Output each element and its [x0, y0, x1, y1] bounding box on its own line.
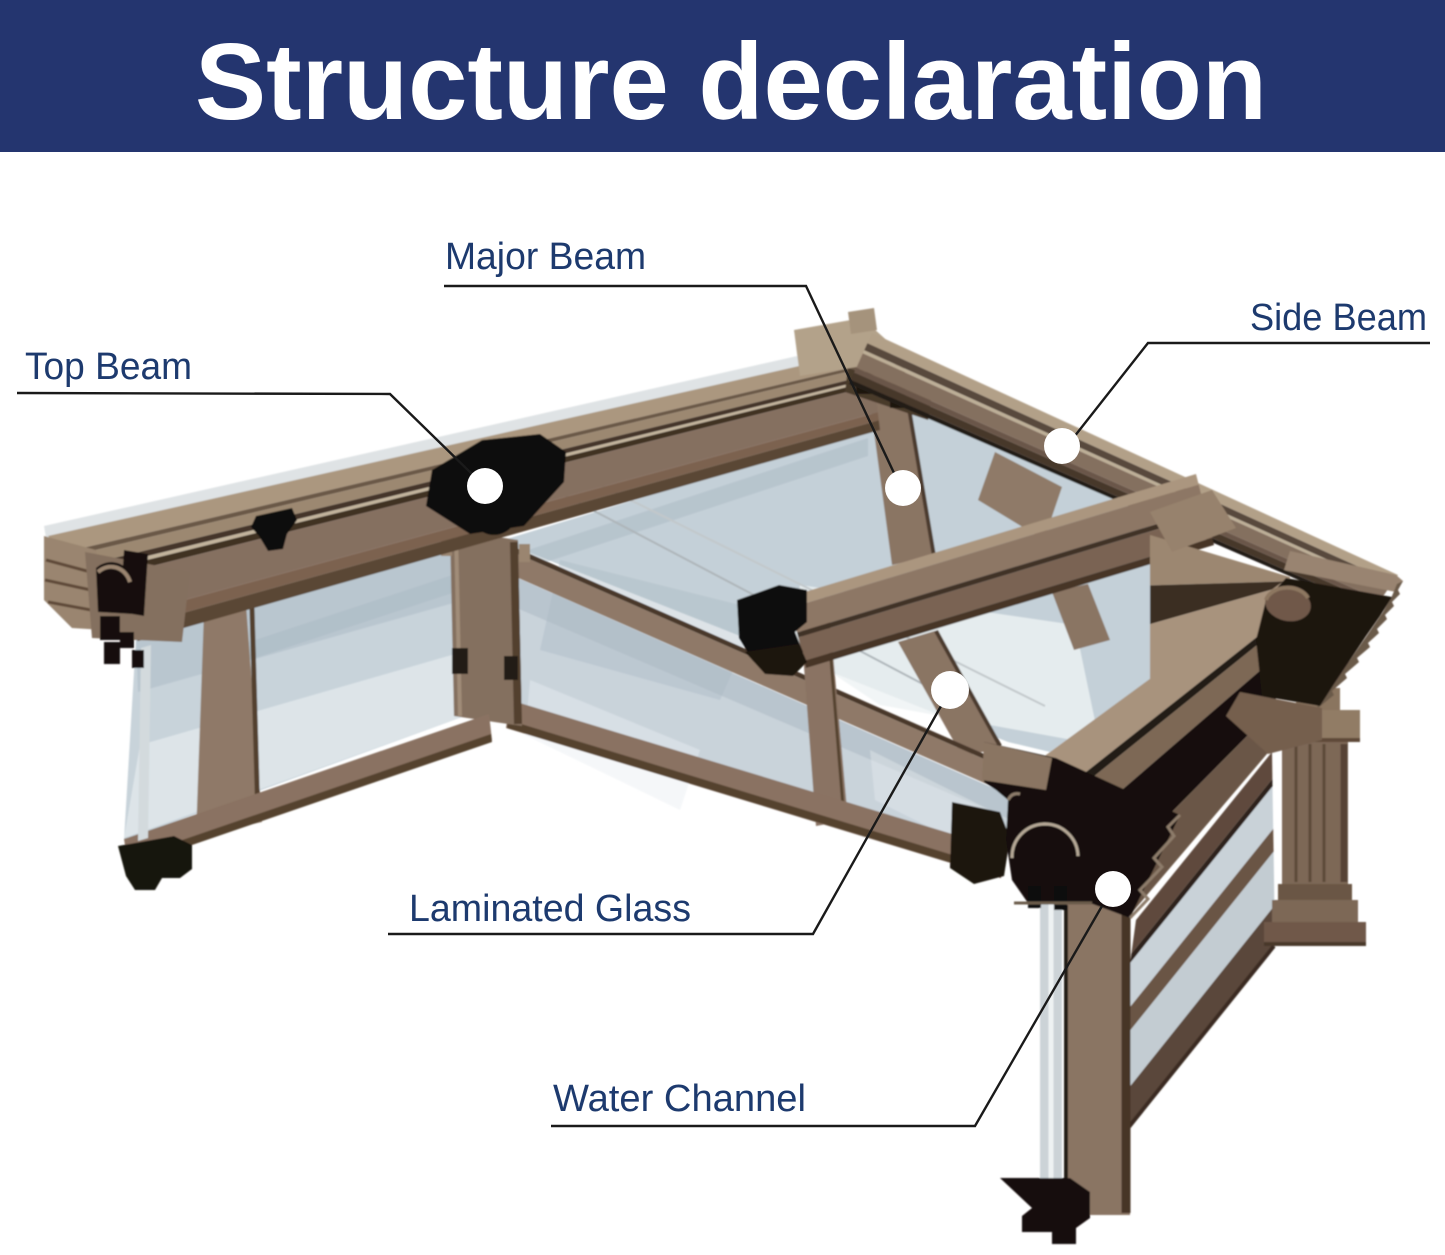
svg-text:Side Beam: Side Beam	[1250, 297, 1427, 339]
svg-text:Major Beam: Major Beam	[445, 236, 646, 278]
svg-text:Structure declaration: Structure declaration	[195, 21, 1267, 143]
svg-text:Water Channel: Water Channel	[553, 1078, 806, 1120]
svg-text:Top Beam: Top Beam	[25, 346, 192, 388]
svg-text:Laminated Glass: Laminated Glass	[409, 888, 691, 930]
